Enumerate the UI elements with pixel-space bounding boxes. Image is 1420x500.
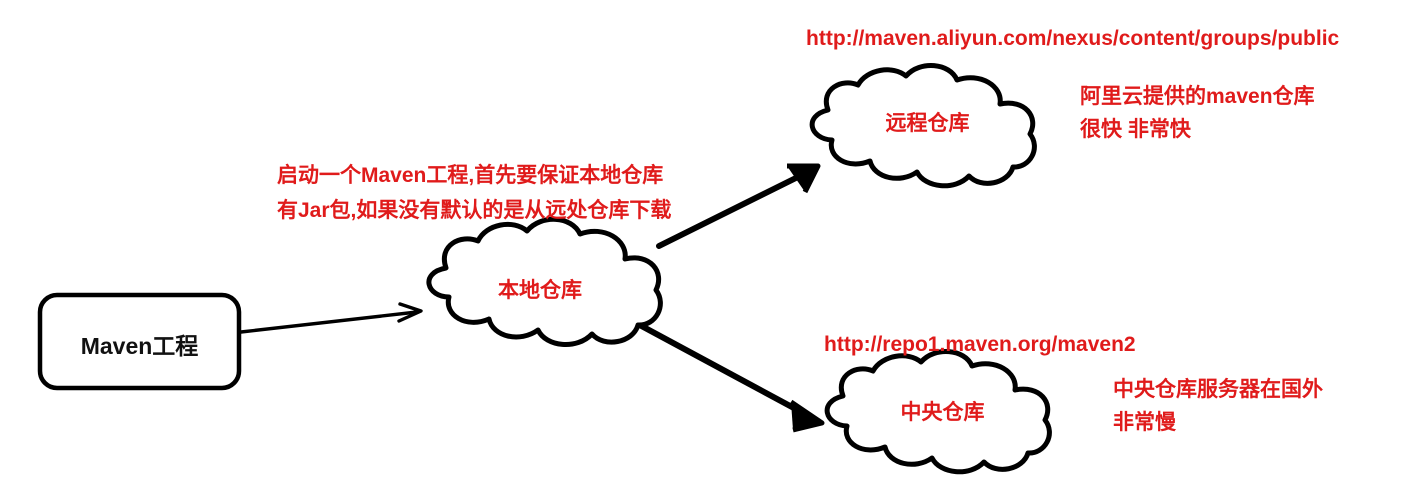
- central-annotation-line-1: 中央仓库服务器在国外: [1113, 378, 1323, 401]
- central-repository-label: 中央仓库: [900, 401, 985, 424]
- local-repository-cloud[interactable]: [426, 216, 663, 348]
- central-url-text: http://repo1.maven.org/maven2: [824, 333, 1136, 356]
- local-annotation-line-1: 启动一个Maven工程,首先要保证本地仓库: [277, 164, 664, 187]
- central-repository-url: http://repo1.maven.org/maven2: [824, 331, 1136, 359]
- arrow-project-to-local: [239, 302, 423, 334]
- remote-repository-annotation: 阿里云提供的maven仓库 很快 非常快: [1080, 80, 1315, 146]
- remote-url-text: http://maven.aliyun.com/nexus/content/gr…: [806, 27, 1340, 50]
- maven-project-box[interactable]: [37, 292, 242, 391]
- central-repository-annotation: 中央仓库服务器在国外 非常慢: [1113, 373, 1323, 439]
- arrow-local-to-central: [633, 320, 825, 433]
- central-repository-cloud[interactable]: [824, 348, 1052, 475]
- remote-repository-cloud[interactable]: [809, 62, 1037, 189]
- arrow-local-to-remote: [656, 163, 821, 249]
- maven-project-label: Maven工程: [80, 333, 199, 359]
- remote-annotation-line-2: 很快 非常快: [1080, 118, 1191, 141]
- local-repository-annotation: 启动一个Maven工程,首先要保证本地仓库 有Jar包,如果没有默认的是从远处仓…: [277, 158, 671, 228]
- local-repository-label: 本地仓库: [498, 279, 582, 302]
- remote-repository-label: 远程仓库: [885, 112, 970, 135]
- remote-repository-url: http://maven.aliyun.com/nexus/content/gr…: [806, 25, 1339, 53]
- local-annotation-line-2: 有Jar包,如果没有默认的是从远处仓库下载: [277, 199, 672, 222]
- remote-annotation-line-1: 阿里云提供的maven仓库: [1080, 85, 1315, 108]
- central-annotation-line-2: 非常慢: [1113, 411, 1176, 434]
